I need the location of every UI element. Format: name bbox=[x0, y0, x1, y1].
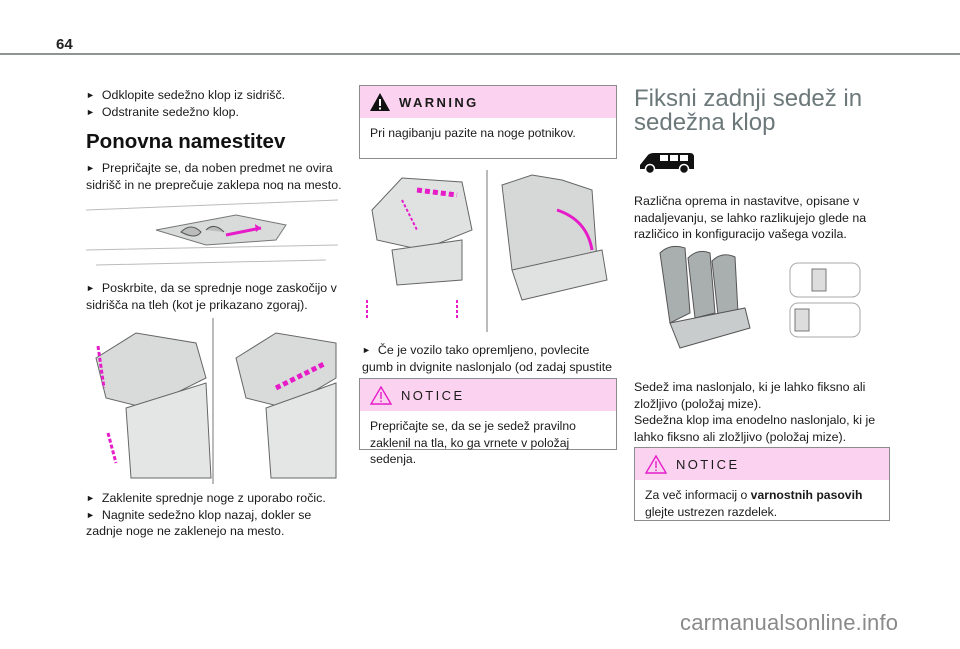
triangle-right-icon: ► bbox=[86, 106, 95, 117]
right-paragraphs: Sedež ima naslonjalo, ki je lahko fiksno… bbox=[634, 380, 876, 444]
triangle-right-icon: ► bbox=[86, 283, 95, 293]
left-column: ►Odklopite sedežno klop iz sidrišč. ►Ods… bbox=[86, 87, 346, 193]
section-heading: Ponovna namestitev bbox=[86, 130, 286, 153]
warning-box: WARNING Pri nagibanju pazite na noge pot… bbox=[359, 85, 617, 159]
warning-outline-icon bbox=[645, 454, 667, 474]
triangle-right-icon: ► bbox=[362, 345, 371, 355]
triangle-right-icon: ► bbox=[86, 90, 95, 100]
front-legs-illustration bbox=[95, 318, 337, 484]
notice-title: NOTICE bbox=[401, 387, 465, 403]
warning-outline-icon bbox=[370, 385, 392, 405]
header-divider bbox=[0, 53, 960, 55]
notice-box-middle: NOTICE Prepričajte se, da se je sedež pr… bbox=[359, 378, 617, 466]
rear-seat-illustration bbox=[659, 245, 861, 349]
warning-filled-icon bbox=[370, 93, 390, 111]
left-step-2: ►Poskrbite, da se sprednje noge zaskočij… bbox=[86, 281, 337, 312]
left-steps-bottom: ►Zaklenite sprednje noge z uporabo ročic… bbox=[86, 491, 326, 538]
step-check-anchors: ►Prepričajte se, da noben predmet ne ovi… bbox=[86, 161, 342, 192]
watermark: carmanualsonline.info bbox=[680, 610, 899, 635]
triangle-right-icon: ► bbox=[86, 493, 95, 503]
notice-title: NOTICE bbox=[676, 456, 740, 472]
van-icon bbox=[640, 153, 694, 175]
notice-text: Za več informacij o varnostnih pasovih g… bbox=[645, 488, 863, 519]
triangle-right-icon: ► bbox=[86, 163, 95, 173]
seat-tilt-illustration bbox=[366, 170, 608, 332]
right-intro: Različna oprema in nastavitve, opisane v… bbox=[634, 194, 867, 241]
page-number: 64 bbox=[56, 36, 73, 53]
right-heading: Fiksni zadnji sedež in sedežna klop bbox=[634, 85, 863, 136]
notice-text: Prepričajte se, da se je sedež pravilno … bbox=[370, 419, 576, 466]
seatbelt-link-text: varnostnih pasovih bbox=[750, 488, 863, 502]
triangle-right-icon: ► bbox=[86, 509, 95, 520]
step-unhook: ►Odklopite sedežno klop iz sidrišč. bbox=[86, 88, 286, 102]
warning-title: WARNING bbox=[399, 94, 479, 110]
step-remove: ►Odstranite sedežno klop. bbox=[86, 104, 239, 119]
warning-text: Pri nagibanju pazite na noge potnikov. bbox=[370, 126, 576, 140]
notice-box-right: NOTICE Za več informacij o varnostnih pa… bbox=[634, 447, 890, 521]
warning-header: WARNING bbox=[360, 86, 616, 118]
anchor-illustration bbox=[86, 190, 338, 270]
